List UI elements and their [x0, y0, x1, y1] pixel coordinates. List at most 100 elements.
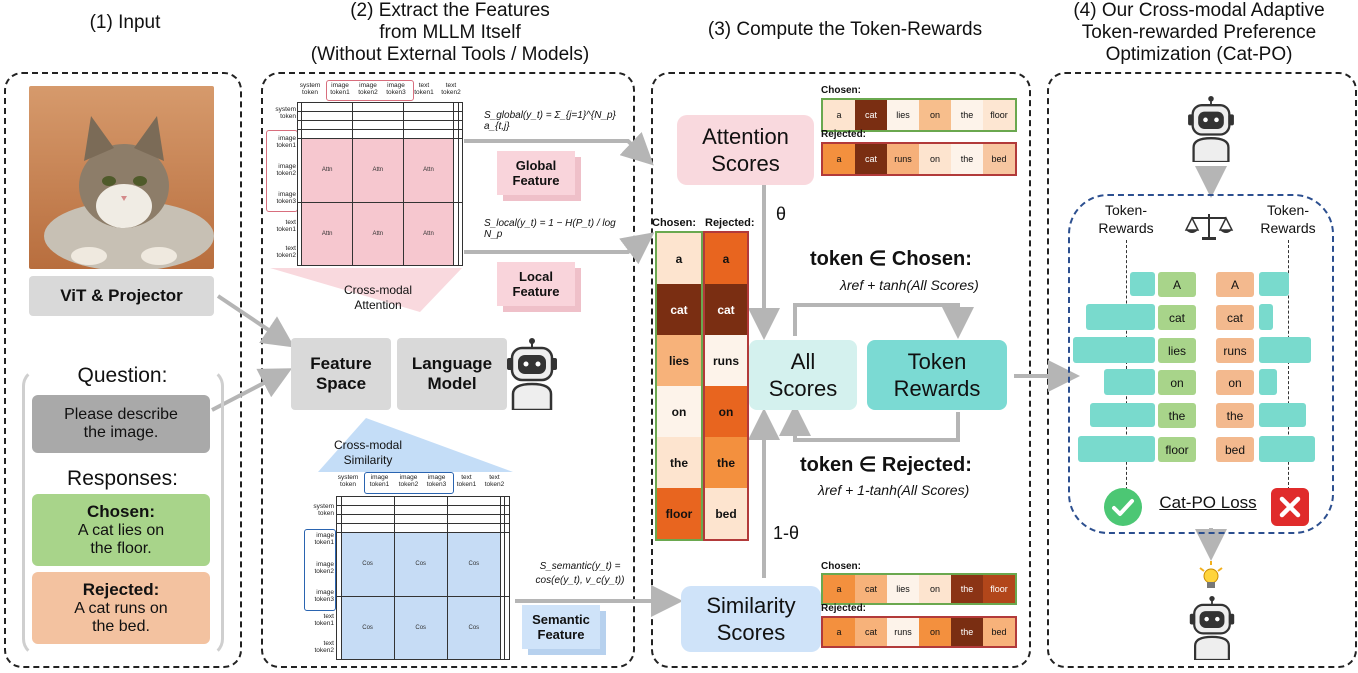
chosen-title: Chosen: [87, 502, 155, 521]
rejected-reward-bar [1259, 369, 1277, 395]
lightbulb-icon [1199, 561, 1223, 588]
catpo-dashed-region [1068, 194, 1334, 534]
attn-cell: Attn [301, 138, 353, 203]
token-rewards-left-label: Token-Rewards [1098, 202, 1154, 236]
vit-projector-box: ViT & Projector [29, 276, 214, 316]
chosen-reward-bar [1104, 369, 1155, 395]
chosen-response-box: Chosen: A cat lies on the floor. [32, 494, 210, 566]
chosen-reward-bar [1073, 337, 1155, 363]
question-response-bracket [22, 368, 224, 657]
chosen-line-1: A cat lies on [77, 522, 165, 539]
att-chosen-row: a cat lies on the floor [821, 98, 1017, 132]
col-rejected-label: Rejected: [705, 217, 755, 229]
token-rewards-right-label: Token-Rewards [1260, 202, 1316, 236]
robot-icon [1188, 96, 1234, 162]
att-chosen-label: Chosen: [821, 85, 861, 96]
guide-line-right [1288, 240, 1289, 490]
chosen-reward-bar [1130, 272, 1155, 296]
theta-label: θ [776, 204, 787, 224]
question-line-2: the image. [83, 424, 159, 441]
rejected-reward-bar [1259, 403, 1306, 427]
att-rejected-row: a cat runs on the bed [821, 142, 1017, 176]
heading-catpo-2: Token-rewarded Preference [1081, 22, 1317, 43]
sim-rejected-tok: cat [855, 618, 887, 646]
col-rejected: a cat runs on the bed [703, 231, 749, 541]
heading-input: (1) Input [89, 12, 161, 33]
att-rejected-tok: on [919, 144, 951, 174]
catpo-rejected-token: runs [1216, 338, 1254, 363]
global-formula: S_global(y_t) = Σ_{j=1}^{N_p} a_{t,j} [484, 110, 616, 132]
sim-rejected-tok: a [823, 618, 855, 646]
sim-chosen-tok: cat [855, 575, 887, 603]
sim-rejected-label: Rejected: [821, 603, 867, 614]
catpo-chosen-token: lies [1158, 338, 1196, 363]
att-rejected-tok: the [951, 144, 983, 174]
panel-compute [651, 72, 1031, 668]
att-chosen-tok: cat [855, 100, 887, 130]
catpo-chosen-token: the [1158, 403, 1196, 428]
col-rejected-tok: the [705, 437, 747, 488]
cos-cell: Cos [340, 532, 395, 597]
eq-rejected-formula: λref + 1-tanh(All Scores) [818, 482, 970, 498]
att-rejected-tok: cat [855, 144, 887, 174]
question-box: Please describe the image. [32, 395, 210, 453]
sim-chosen-tok: floor [983, 575, 1015, 603]
rejected-response-box: Rejected: A cat runs on the bed. [32, 572, 210, 644]
check-icon [1104, 488, 1142, 526]
responses-title: Responses: [67, 467, 178, 490]
rejected-reward-bar [1259, 272, 1289, 296]
catpo-chosen-token: cat [1158, 305, 1196, 330]
question-title: Question: [77, 364, 168, 387]
image-cols-highlight-bottom [364, 472, 454, 494]
heading-extract-1: (2) Extract the Features [350, 0, 550, 21]
heading-catpo-3: Optimization (Cat-PO) [1105, 44, 1293, 65]
image-rows-highlight-bottom [304, 529, 336, 611]
panel-input [4, 72, 242, 668]
catpo-loss-label: Cat-PO Loss [1159, 493, 1257, 512]
sim-chosen-row: a cat lies on the floor [821, 573, 1017, 605]
cat-image [29, 86, 214, 269]
sim-chosen-tok: lies [887, 575, 919, 603]
col-rejected-tok: cat [705, 284, 747, 335]
chosen-line-2: the floor. [90, 540, 152, 557]
catpo-rejected-token: the [1216, 403, 1254, 428]
cross-attention-triangle [270, 268, 462, 312]
rejected-title: Rejected: [82, 580, 160, 599]
cross-icon [1271, 488, 1309, 526]
attention-grid: Attn Attn Attn Attn Attn Attn [296, 101, 464, 267]
sim-rejected-row: a cat runs on the bed [821, 616, 1017, 648]
attn-cell: Attn [301, 201, 353, 267]
col-chosen-tok: a [657, 233, 701, 284]
attn-cell: Attn [351, 201, 404, 267]
cos-cell: Cos [393, 532, 448, 597]
col-chosen-tok: on [657, 386, 701, 437]
att-rejected-label: Rejected: [821, 129, 867, 140]
rejected-line-2: the bed. [92, 618, 150, 635]
col-chosen-label: Chosen: [652, 217, 696, 229]
balance-scale-icon [1184, 214, 1234, 240]
sim-rejected-tok: on [919, 618, 951, 646]
heading-compute: (3) Compute the Token-Rewards [707, 19, 983, 40]
rejected-line-1: A cat runs on [74, 600, 168, 617]
